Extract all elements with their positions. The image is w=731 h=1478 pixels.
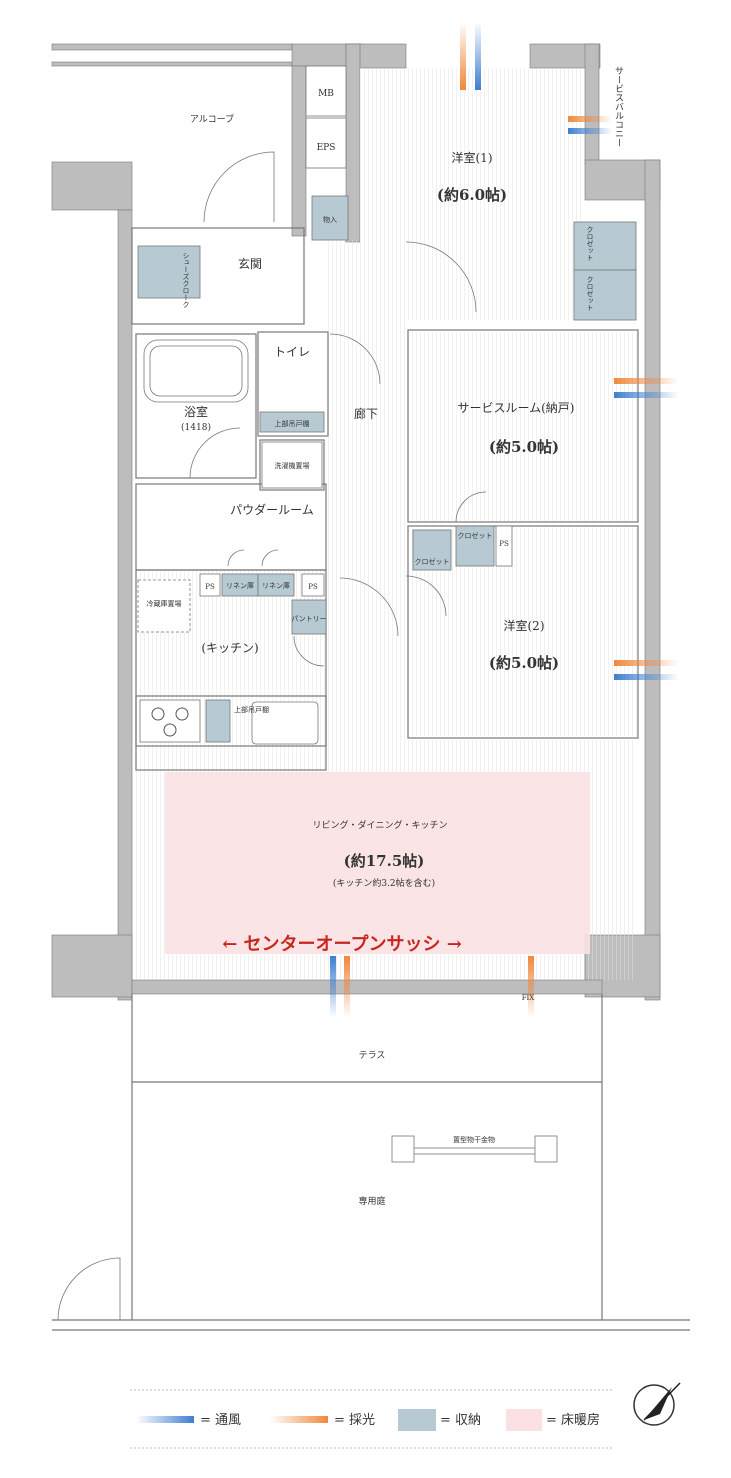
laundry-hanger-bar [394,1147,556,1155]
linen-label-2: リネン庫 [262,581,290,590]
closet-label-3: クロゼット [415,557,450,566]
toilet-shelf-label: 上部吊戸棚 [275,419,310,428]
western1-size: (約6.0帖) [437,186,507,204]
closet-box-3 [412,529,452,571]
entrance-label: 玄関 [238,256,262,271]
closet-label-1: クロゼット [586,226,594,261]
storage-label: 物入 [323,215,337,224]
walls [51,43,661,1001]
powder-room-label: パウダールーム [230,502,314,517]
fridge-box [137,579,191,633]
legend-lighting-swatch [270,1416,328,1423]
eps-box [305,117,347,169]
light-arrow-top [460,22,466,90]
kitchen-cabinet-label: 上部吊戸棚 [234,705,269,714]
burner-icons [151,707,189,737]
ps-label-3: PS [308,583,318,591]
kitchen-shelf-box [205,699,231,743]
vent-arrow-top [475,22,481,90]
closet-box-4 [455,525,495,567]
bathroom-size: (1418) [181,422,211,433]
laundry-hanger-label: 置型物干金物 [453,1135,495,1144]
closet-label-4: クロゼット [458,531,493,540]
room-labels: アルコーブ MB EPS 洋室(1) (約6.0帖) サービスバルコニー 物入 … [147,66,624,1207]
ps-box-1 [495,525,513,567]
legend-floor-heating-swatch [506,1409,542,1431]
ps-box-3 [301,573,325,597]
closet-label-2: クロゼット [586,276,594,311]
north-arrow-icon [633,1382,681,1426]
light-arrow-right-1 [614,378,679,384]
light-arrow-balcony [568,116,612,122]
hallway-label: 廊下 [354,406,378,421]
closet-box-1 [573,221,637,271]
western1-name: 洋室(1) [452,150,493,165]
legend-floor-heating-label: = 床暖房 [546,1412,600,1428]
ps-label-1: PS [499,540,509,548]
service-room-size: (約5.0帖) [489,438,559,456]
airflow-arrows [330,22,679,1018]
legend-ventilation-swatch [136,1416,194,1423]
bathroom-name: 浴室 [184,404,208,419]
toilet-label: トイレ [274,345,310,359]
ps-box-2 [199,573,221,597]
center-sash-label: ← センターオープンサッシ → [222,933,462,955]
toilet-shelf-box [259,411,325,433]
stove [139,699,201,743]
washer-label: 洗濯機置場 [275,461,310,470]
ldk-name: リビング・ダイニング・キッチン [312,819,447,831]
partitions [52,227,690,1331]
light-arrow-fix [528,956,534,1018]
floors [136,68,638,980]
ldk-size: (約17.5帖) [344,852,425,870]
bathtub-inner [149,345,243,397]
ldk-note: (キッチン約3.2帖を含む) [333,877,435,889]
sink [251,701,319,745]
legend-storage-label: = 収納 [440,1413,481,1428]
laundry-hanger-left [391,1135,415,1163]
mb-box [305,65,347,117]
floor-heating-area [165,772,590,954]
door-swings [57,151,487,1321]
laundry-hanger-right [534,1135,558,1163]
storage-units [137,65,637,1163]
western2-name: 洋室(2) [504,618,545,633]
linen-label-1: リネン庫 [226,581,254,590]
legend: = 通風 = 採光 = 収納 = 床暖房 [130,1382,681,1449]
mb-label: MB [318,89,334,99]
shoes-closet-box [137,245,201,299]
light-arrow-right-2 [614,660,679,666]
vent-arrow-balcony [568,128,612,134]
legend-storage-swatch [398,1409,436,1431]
ps-label-2: PS [205,583,215,591]
legend-ventilation-label: = 通風 [200,1413,241,1428]
linen-box-2 [257,573,295,597]
private-garden-label: 専用庭 [358,1195,385,1207]
pantry-label: パントリー [291,615,326,623]
alcove-label: アルコーブ [190,113,234,125]
vent-arrow-right-2 [614,674,679,680]
service-balcony-label: サービスバルコニー [613,66,624,147]
kitchen-label: (キッチン) [201,641,258,655]
western2-size: (約5.0帖) [489,654,559,672]
vent-arrow-bottom [330,956,336,1018]
shoes-closet-label: シューズクローク [182,252,190,308]
service-room-name: サービスルーム(納戸) [457,401,574,415]
fridge-label: 冷蔵庫置場 [147,599,182,608]
washer-box [261,441,323,489]
eps-label: EPS [317,143,336,153]
vent-arrow-right-1 [614,392,679,398]
terrace-label: テラス [359,1050,386,1061]
closet-box-2 [573,269,637,321]
pantry-box [291,599,327,635]
legend-lighting-label: = 採光 [334,1413,375,1428]
storage-box [311,195,349,241]
fix-label: FIX [522,994,535,1002]
light-arrow-bottom [344,956,350,1018]
